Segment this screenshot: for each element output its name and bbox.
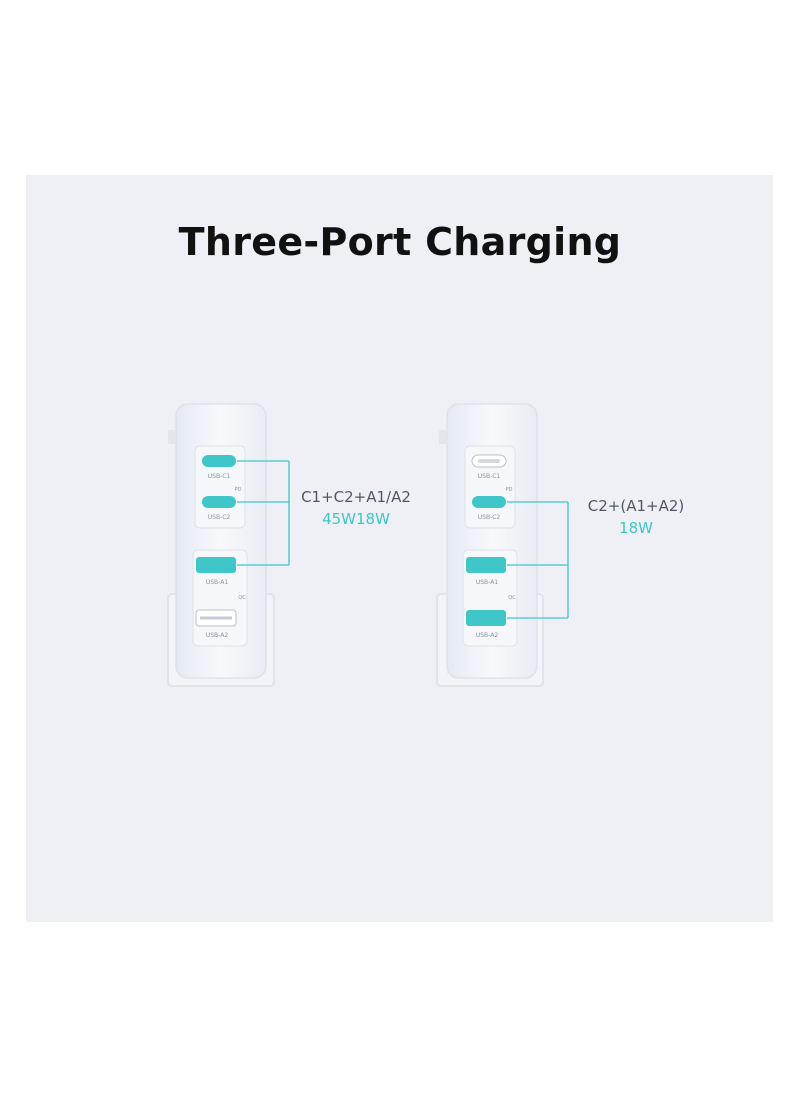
right-combo-label: C2+(A1+A2): [587, 497, 685, 515]
left-usb-a1-port: [196, 557, 236, 573]
right-usb-c2-label: USB-C2: [478, 514, 501, 521]
left-usb-c1-label: USB-C1: [208, 473, 231, 480]
right-connector-lines: [507, 501, 569, 619]
right-pd-label: PD: [506, 487, 513, 493]
right-usb-c2-port: [472, 496, 506, 508]
right-usb-c1-label: USB-C1: [478, 473, 501, 480]
left-pd-label: PD: [235, 487, 242, 493]
right-usb-a2-label: USB-A2: [476, 632, 498, 639]
background-panel: [26, 175, 773, 922]
left-charger: USB-C1 USB-C2 USB-A1 USB-A2 PD QC: [167, 403, 290, 687]
right-charger: USB-C1 USB-C2 USB-A1 USB-A2 PD QC: [436, 403, 569, 687]
right-usb-a1-label: USB-A1: [476, 579, 498, 586]
left-combo-label: C1+C2+A1/A2: [301, 488, 411, 506]
right-usb-a2-port: [466, 610, 506, 626]
left-usb-c2-label: USB-C2: [208, 514, 231, 521]
left-usb-a2-label: USB-A2: [206, 632, 228, 639]
page-title: Three-Port Charging: [178, 220, 622, 264]
left-connector-lines: [237, 460, 290, 566]
left-usb-c1-port: [202, 455, 236, 467]
left-usb-c2-port: [202, 496, 236, 508]
left-power-label: 45W18W: [322, 510, 390, 528]
right-power-label: 18W: [619, 519, 653, 537]
left-usb-a1-label: USB-A1: [206, 579, 228, 586]
left-qc-label: QC: [238, 595, 246, 601]
right-qc-label: QC: [508, 595, 516, 601]
right-usb-a1-port: [466, 557, 506, 573]
